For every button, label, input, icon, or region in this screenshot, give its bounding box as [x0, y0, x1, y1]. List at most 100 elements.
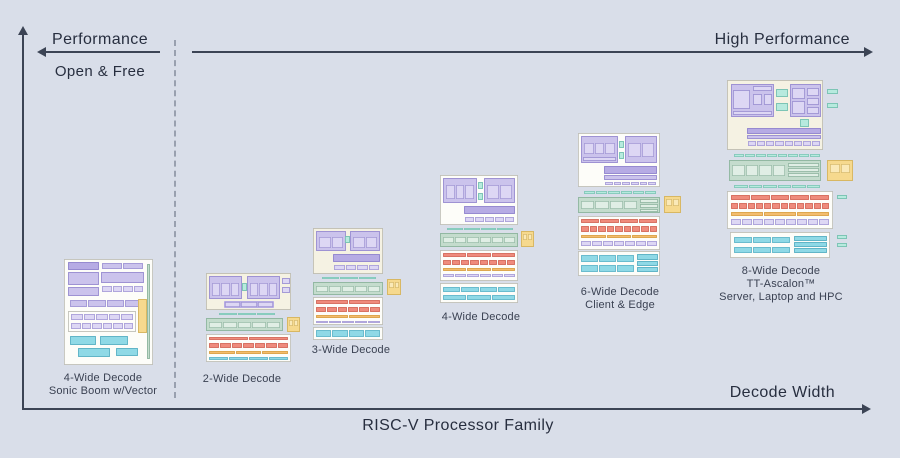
core-cell: [487, 185, 499, 199]
core-cell: [745, 165, 758, 176]
core-block: [827, 103, 838, 108]
core-block: [837, 195, 847, 199]
core-cell: [316, 321, 328, 323]
core-block: [665, 198, 680, 207]
core-cell: [772, 165, 785, 176]
core-block: [138, 299, 147, 333]
core-block: [604, 181, 657, 186]
core-cell: [443, 260, 452, 265]
processor-caption-line: Sonic Boom w/Vector: [48, 385, 158, 397]
core-cell: [772, 237, 790, 243]
core-cell: [250, 283, 259, 296]
core-cell: [467, 274, 479, 277]
processor-diagram-6-wide: [578, 133, 681, 279]
core-cell: [584, 143, 594, 154]
core-cell: [830, 164, 840, 173]
core-cell: [479, 287, 497, 292]
core-cell: [342, 286, 354, 292]
core-cell: [220, 343, 231, 348]
core-cell: [813, 203, 821, 209]
core-cell: [446, 185, 455, 199]
core-cell: [775, 219, 785, 225]
core-block: [442, 286, 516, 293]
core-block: [478, 193, 483, 200]
core-cell: [495, 217, 504, 222]
core-block: [70, 322, 134, 330]
core-cell: [455, 237, 467, 243]
core-cell: [289, 320, 293, 326]
core-cell: [461, 287, 479, 292]
core-cell: [370, 307, 380, 312]
core-cell: [467, 268, 491, 271]
core-cell: [123, 263, 143, 269]
core-cell: [608, 191, 620, 194]
core-cell: [485, 217, 494, 222]
core-cell: [342, 321, 354, 323]
decode-width-label: Decode Width: [729, 384, 835, 401]
core-cell: [443, 253, 467, 257]
core-cell: [598, 226, 606, 232]
open-free-divider: [174, 40, 176, 398]
core-block: [637, 267, 658, 272]
core-block: [478, 182, 483, 189]
core-block: [315, 299, 381, 305]
core-block: [70, 313, 134, 321]
core-cell: [764, 219, 774, 225]
core-block: [619, 152, 624, 159]
core-cell: [644, 191, 657, 194]
core-cell: [802, 141, 811, 146]
core-cell: [759, 165, 772, 176]
core-block: [637, 261, 658, 266]
core-block: [580, 254, 635, 263]
core-cell: [443, 274, 455, 277]
core-block: [315, 285, 381, 293]
core-block: [747, 135, 821, 139]
core-block: [101, 272, 144, 283]
core-cell: [648, 182, 657, 185]
core-cell: [757, 141, 766, 146]
core-cell: [793, 141, 802, 146]
core-cell: [742, 219, 752, 225]
core-cell: [505, 217, 514, 222]
core-cell: [581, 255, 598, 262]
core-cell: [623, 201, 637, 209]
core-cell: [639, 182, 648, 185]
core-cell: [640, 226, 649, 232]
core-cell: [632, 235, 658, 238]
core-cell: [319, 237, 331, 248]
core-cell: [491, 237, 503, 243]
core-cell: [452, 260, 461, 265]
core-cell: [731, 212, 763, 216]
figure-title: RISC-V Processor Family: [362, 417, 554, 434]
core-cell: [316, 330, 332, 337]
core-block: [446, 227, 514, 231]
core-block: [464, 216, 515, 223]
core-cell: [259, 283, 268, 296]
core-block: [807, 107, 819, 114]
core-block: [583, 142, 616, 155]
core-block: [218, 312, 276, 316]
core-cell: [620, 191, 632, 194]
core-cell: [340, 277, 358, 279]
open-free-label: Open & Free: [54, 63, 146, 80]
core-block: [776, 103, 788, 111]
core-block: [101, 285, 144, 293]
core-block: [315, 329, 381, 338]
core-cell: [81, 323, 91, 329]
core-block: [580, 264, 635, 273]
core-block: [619, 141, 624, 148]
core-cell: [622, 182, 631, 185]
core-cell: [491, 295, 515, 300]
core-cell: [605, 143, 616, 154]
core-cell: [209, 343, 220, 348]
core-cell: [748, 185, 762, 188]
core-block: [249, 282, 278, 297]
core-cell: [528, 234, 532, 240]
core-cell: [788, 154, 799, 157]
core-cell: [467, 237, 479, 243]
core-block: [837, 235, 847, 239]
core-cell: [614, 241, 624, 246]
core-cell: [465, 185, 475, 199]
core-cell: [596, 191, 608, 194]
